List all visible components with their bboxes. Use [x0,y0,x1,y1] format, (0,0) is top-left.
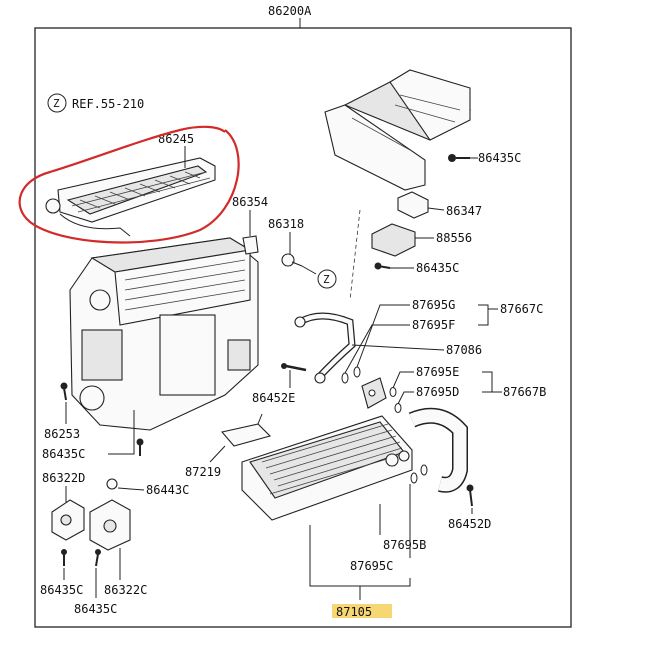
diagram-frame [34,27,572,628]
part-86253[interactable] [60,382,68,401]
callout-86253: 86253 [44,427,80,441]
bracket-87667c [478,304,498,326]
leader-86443c [117,487,145,491]
callout-86452d: 86452D [448,517,491,531]
callout-86322d: 86322D [42,471,85,485]
callout-88556: 88556 [436,231,472,245]
evaporator-87105[interactable] [241,415,413,521]
assembly-number: 86200A [268,4,312,18]
heater-unit-case[interactable] [69,237,259,431]
callout-86318: 86318 [268,217,304,231]
alignment-dash-duct [349,209,361,301]
oring-87695e[interactable] [389,387,397,397]
oring-87695b[interactable] [420,464,428,476]
actuator-86322d[interactable] [51,499,85,541]
bracket-87667b [482,371,502,393]
callout-87086: 87086 [446,343,482,357]
callout-86347: 86347 [446,204,482,218]
callout-87695g: 87695G [412,298,455,312]
expansion-valve-block[interactable] [361,377,387,409]
screw-86435c-top[interactable] [448,154,470,162]
leader-86435c-left [108,410,135,455]
leader-87086 [351,344,445,351]
blower-duct[interactable] [324,69,472,191]
leader-z [301,265,317,275]
evaporator-outlet-pipe[interactable] [408,407,468,493]
callout-86452e: 86452E [252,391,295,405]
callout-87219: 87219 [185,465,221,479]
leader-87695g [356,304,410,368]
ref-z-letter: Z [53,97,60,110]
part-86354[interactable] [242,235,259,255]
callout-86435c-left: 86435C [42,447,85,461]
oring-87695g[interactable] [353,366,361,378]
ref-text: REF.55-210 [72,97,144,111]
z-marker-circle [317,269,337,289]
part-86318[interactable] [281,253,303,267]
highlight-87105 [332,604,392,618]
screw-86435c-left[interactable] [136,438,144,457]
callout-87695c: 87695C [350,559,393,573]
callout-86435c-bottom: 86435C [74,602,117,616]
screw-86452d[interactable] [466,484,474,507]
part-86443c[interactable] [106,478,118,490]
expansion-pipe-87086[interactable] [294,312,356,384]
leader-87695f [344,324,410,374]
leader-87695d [397,391,414,405]
screw-86435c-bl[interactable] [61,549,67,566]
callout-86322c: 86322C [104,583,147,597]
leader-86347 [427,207,445,211]
callout-87695f: 87695F [412,318,455,332]
callout-86354: 86354 [232,195,268,209]
callout-87667c: 87667C [500,302,543,316]
z-marker-letter: Z [323,273,330,286]
screw-86435c-mid[interactable] [374,262,391,270]
part-88556[interactable] [371,223,416,257]
part-86347[interactable] [397,191,429,219]
screw-86452e[interactable] [281,363,307,372]
red-circle-annotation [18,125,240,244]
callout-87695d: 87695D [416,385,459,399]
heater-core-86245[interactable] [45,157,216,237]
leader-87695e [392,371,414,389]
callout-87695b: 87695B [383,538,426,552]
callout-86435c-top: 86435C [478,151,521,165]
callout-87105: 87105 [336,605,372,619]
callout-86435c-mid: 86435C [416,261,459,275]
oring-87695c[interactable] [410,472,418,484]
actuator-86322c[interactable] [89,499,131,551]
leader-87105 [309,525,411,600]
callout-86435c-bl: 86435C [40,583,83,597]
oring-87695f[interactable] [341,372,349,384]
screw-86435c-bottom[interactable] [95,549,101,567]
callout-87667b: 87667B [503,385,546,399]
oring-87695d[interactable] [394,403,402,413]
callout-86443c: 86443C [146,483,189,497]
bracket-87219[interactable] [220,413,272,447]
ref-z-circle [47,93,67,113]
callout-87695e: 87695E [416,365,459,379]
callout-86245: 86245 [158,132,194,146]
leader-87219 [209,445,226,463]
